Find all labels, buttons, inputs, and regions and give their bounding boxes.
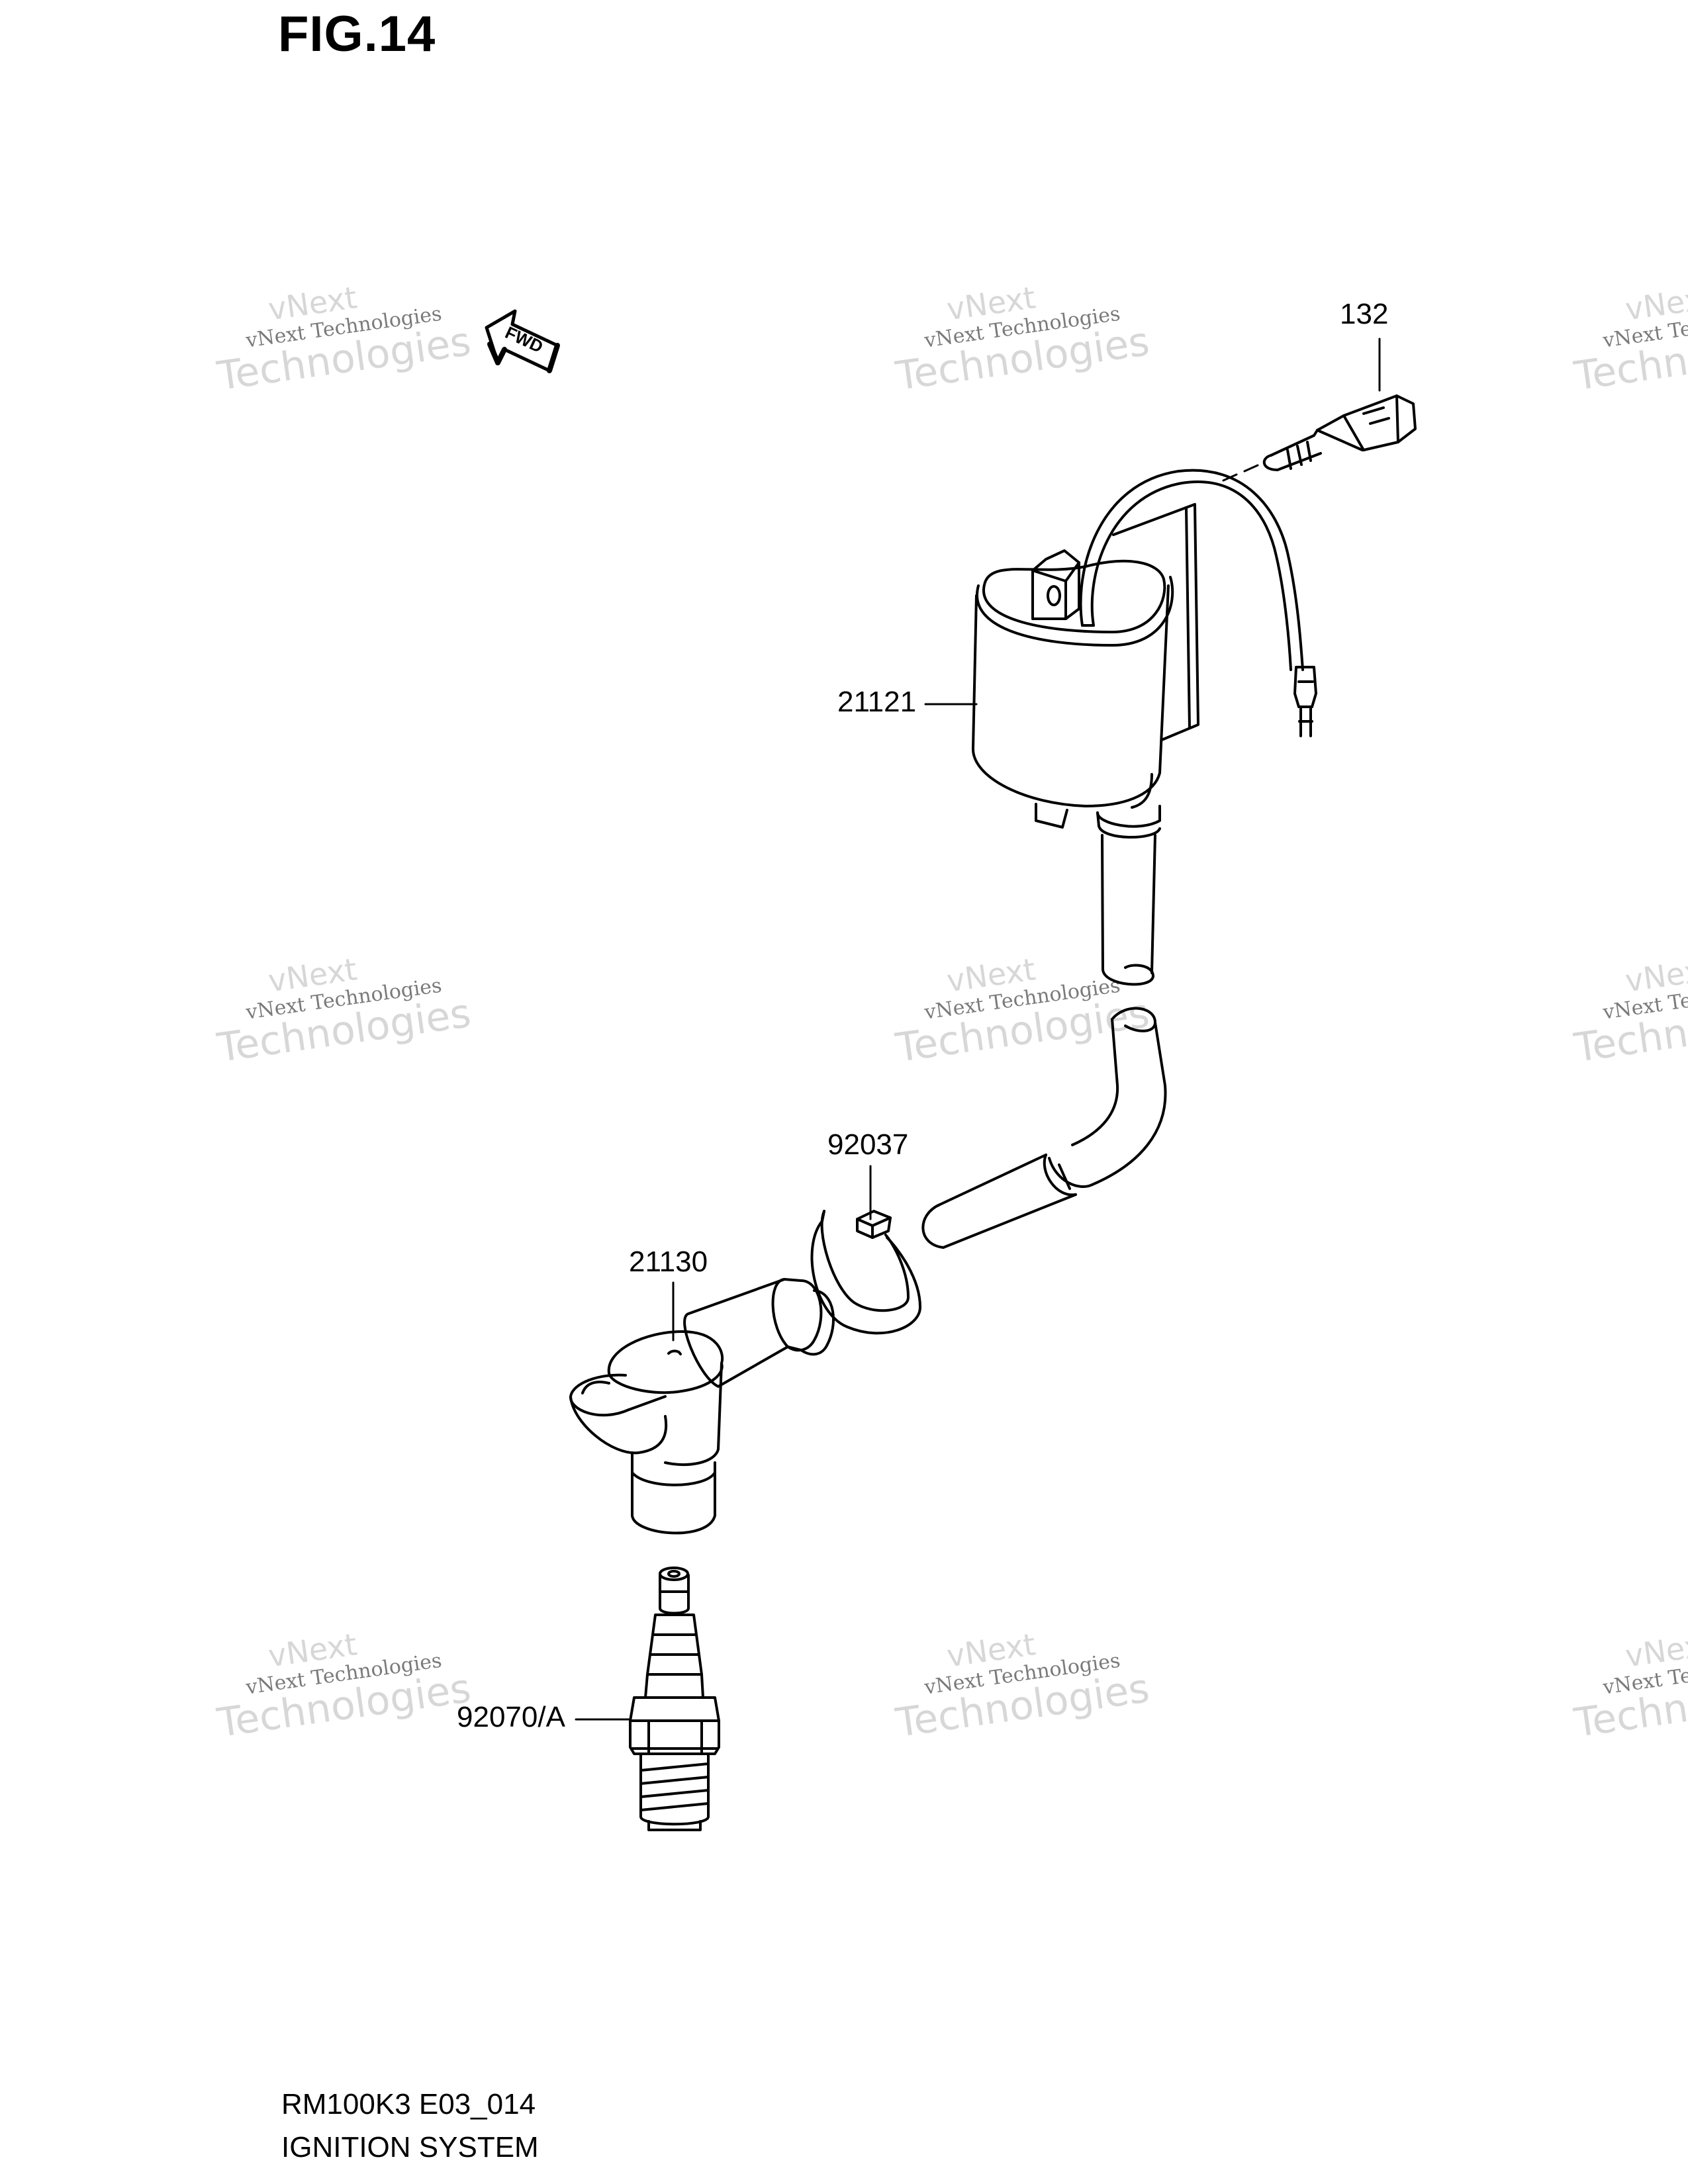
model-code: RM100K3 E03_014 (281, 2088, 536, 2120)
bolt-132 (1262, 394, 1417, 471)
section-name: IGNITION SYSTEM (281, 2131, 539, 2163)
fwd-arrow-icon (485, 309, 560, 373)
part-number-92070a[interactable]: 92070/A (457, 1701, 565, 1733)
part-number-21121[interactable]: 21121 (837, 686, 917, 718)
ignition-coil-21121 (921, 469, 1317, 1249)
clamp-92037 (810, 1210, 921, 1335)
plug-cap-21130 (569, 1278, 835, 1535)
spark-plug-92070a (629, 1567, 720, 1831)
figure-title: FIG.14 (278, 6, 436, 62)
part-number-92037[interactable]: 92037 (827, 1128, 909, 1161)
part-number-132[interactable]: 132 (1340, 298, 1389, 330)
part-number-21130[interactable]: 21130 (629, 1246, 708, 1278)
